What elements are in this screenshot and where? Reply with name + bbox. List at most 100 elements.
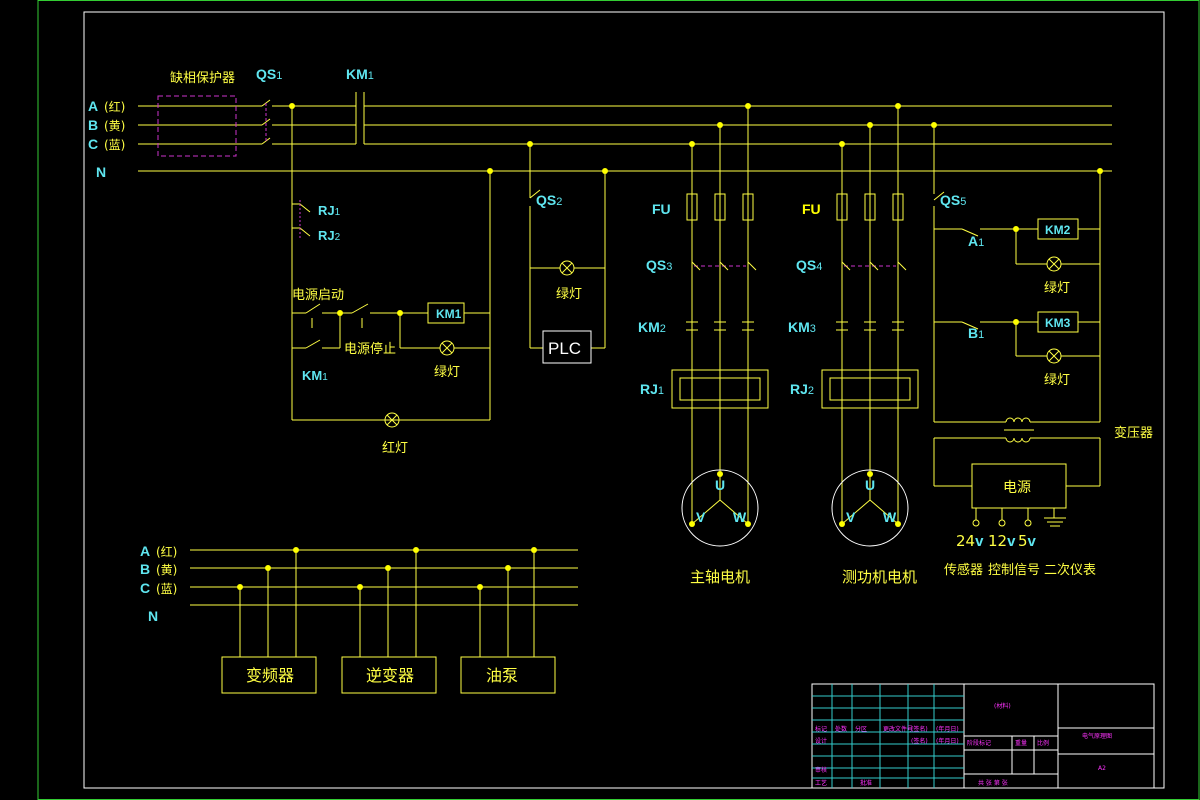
rj1-label: RJ1 [318, 203, 341, 218]
oil-pump-label: 油泵 [486, 666, 518, 685]
phase-b-label-2: B [140, 561, 150, 577]
phase-a-note-2: (红) [156, 544, 177, 559]
junction-dot [357, 584, 363, 590]
junction-dot [717, 122, 723, 128]
power-supply-label: 电源 [1003, 480, 1031, 496]
km3-label: KM3 [788, 319, 816, 335]
motor2-v: V [846, 509, 856, 525]
tb-approve: 批准 [860, 779, 872, 787]
phase-protector-label: 缺相保护器 [170, 71, 235, 86]
junction-dot [289, 103, 295, 109]
junction-dot [602, 168, 608, 174]
tb-process: 工艺 [815, 779, 827, 787]
a1-label: A1 [968, 233, 984, 249]
green-lamp-label-3: 绿灯 [1044, 281, 1070, 296]
green-lamp-label-2: 绿灯 [556, 287, 582, 302]
qs4-label: QS4 [796, 257, 822, 273]
phase-c-label: C [88, 136, 98, 152]
junction-dot [527, 141, 533, 147]
green-lamp-label-1: 绿灯 [434, 365, 460, 380]
junction-dot [293, 547, 299, 553]
junction-dot [745, 521, 751, 527]
inverter-label: 逆变器 [366, 666, 414, 685]
junction-dot [1013, 319, 1019, 325]
motor2-w: W [883, 509, 897, 525]
km1-self-label: KM1 [302, 368, 328, 383]
junction-dot [895, 521, 901, 527]
rj2-motor-label: RJ2 [790, 381, 814, 397]
junction-dot [745, 103, 751, 109]
junction-dot [931, 122, 937, 128]
junction-dot [505, 565, 511, 571]
tb-design: 设计 [815, 737, 827, 745]
phase-c-label-2: C [140, 580, 150, 596]
phase-b-label: B [88, 117, 98, 133]
km2-label: KM2 [638, 319, 666, 335]
rj1-motor-label: RJ1 [640, 381, 664, 397]
plc-box [542, 330, 592, 364]
dyno-motor-label: 测功机电机 [842, 568, 917, 586]
junction-dot [839, 521, 845, 527]
junction-dot [689, 141, 695, 147]
phase-labels-top: A (红) B (黄) C (蓝) N [88, 98, 125, 180]
fu-label-1: FU [652, 201, 671, 217]
tb-change-doc: 更改文件号 [883, 725, 913, 733]
junction-dot [867, 122, 873, 128]
phase-b-note-2: (黄) [156, 563, 177, 577]
b1-label: B1 [968, 325, 984, 341]
km1-main-label: KM1 [346, 66, 374, 82]
green-lamp-label-4: 绿灯 [1044, 373, 1070, 388]
junction-dot [237, 584, 243, 590]
junction-dot [337, 310, 343, 316]
tb-sheets: 共 张 第 张 [978, 779, 1008, 787]
phase-labels-bottom: A (红) B (黄) C (蓝) N [140, 543, 177, 624]
junction-dot [1013, 226, 1019, 232]
phase-protector-box [157, 95, 237, 157]
power-start-label: 电源启动 [292, 288, 344, 303]
junction-dot [839, 141, 845, 147]
v5-label: 5v [1018, 532, 1037, 550]
spindle-motor-branch [671, 106, 769, 547]
neutral-label: N [96, 164, 106, 180]
junction-dot [397, 310, 403, 316]
plc-branch [529, 144, 606, 364]
qs5-label: QS5 [940, 192, 966, 208]
motor1-v: V [696, 509, 706, 525]
junction-dot [487, 168, 493, 174]
junction-dot [477, 584, 483, 590]
tb-zone: 分区 [855, 725, 867, 733]
outer-frame [37, 0, 1200, 800]
phase-a-label: A [88, 98, 98, 114]
neutral-label-2: N [148, 608, 158, 624]
red-lamp-label: 红灯 [382, 440, 408, 456]
control-signal-label: 控制信号 [988, 563, 1040, 578]
tb-review: 审核 [815, 766, 827, 774]
junction-dot [689, 521, 695, 527]
aux-branch [933, 125, 1101, 527]
motor1-w: W [733, 509, 747, 525]
motor1-u: U [715, 477, 725, 493]
v24-label: 24v [956, 532, 984, 550]
tb-marks: 标记 [815, 725, 827, 733]
phase-b-note: (黄) [104, 119, 125, 133]
inner-frame [83, 11, 1165, 789]
phase-c-note: (蓝) [104, 138, 125, 152]
main-bus [138, 92, 1112, 172]
phase-a-note: (红) [104, 99, 125, 114]
motor2-u: U [865, 477, 875, 493]
tb-material: (材料) [994, 702, 1011, 710]
inverter-freq-label: 变频器 [246, 666, 294, 685]
tb-count: 处数 [835, 725, 847, 733]
tb-weight: 重量 [1015, 739, 1027, 747]
dyno-motor-branch [821, 106, 919, 547]
junction-dot [1097, 168, 1103, 174]
tb-std-date: (年月日) [936, 737, 959, 745]
sensor-label: 传感器 [944, 562, 983, 578]
phase-a-label-2: A [140, 543, 150, 559]
tb-drawing-title: 电气原理图 [1082, 732, 1112, 740]
phase-c-note-2: (蓝) [156, 582, 177, 596]
v12-label: 12v [988, 532, 1016, 550]
junction-dot [385, 565, 391, 571]
fu-label-2: FU [802, 201, 821, 217]
